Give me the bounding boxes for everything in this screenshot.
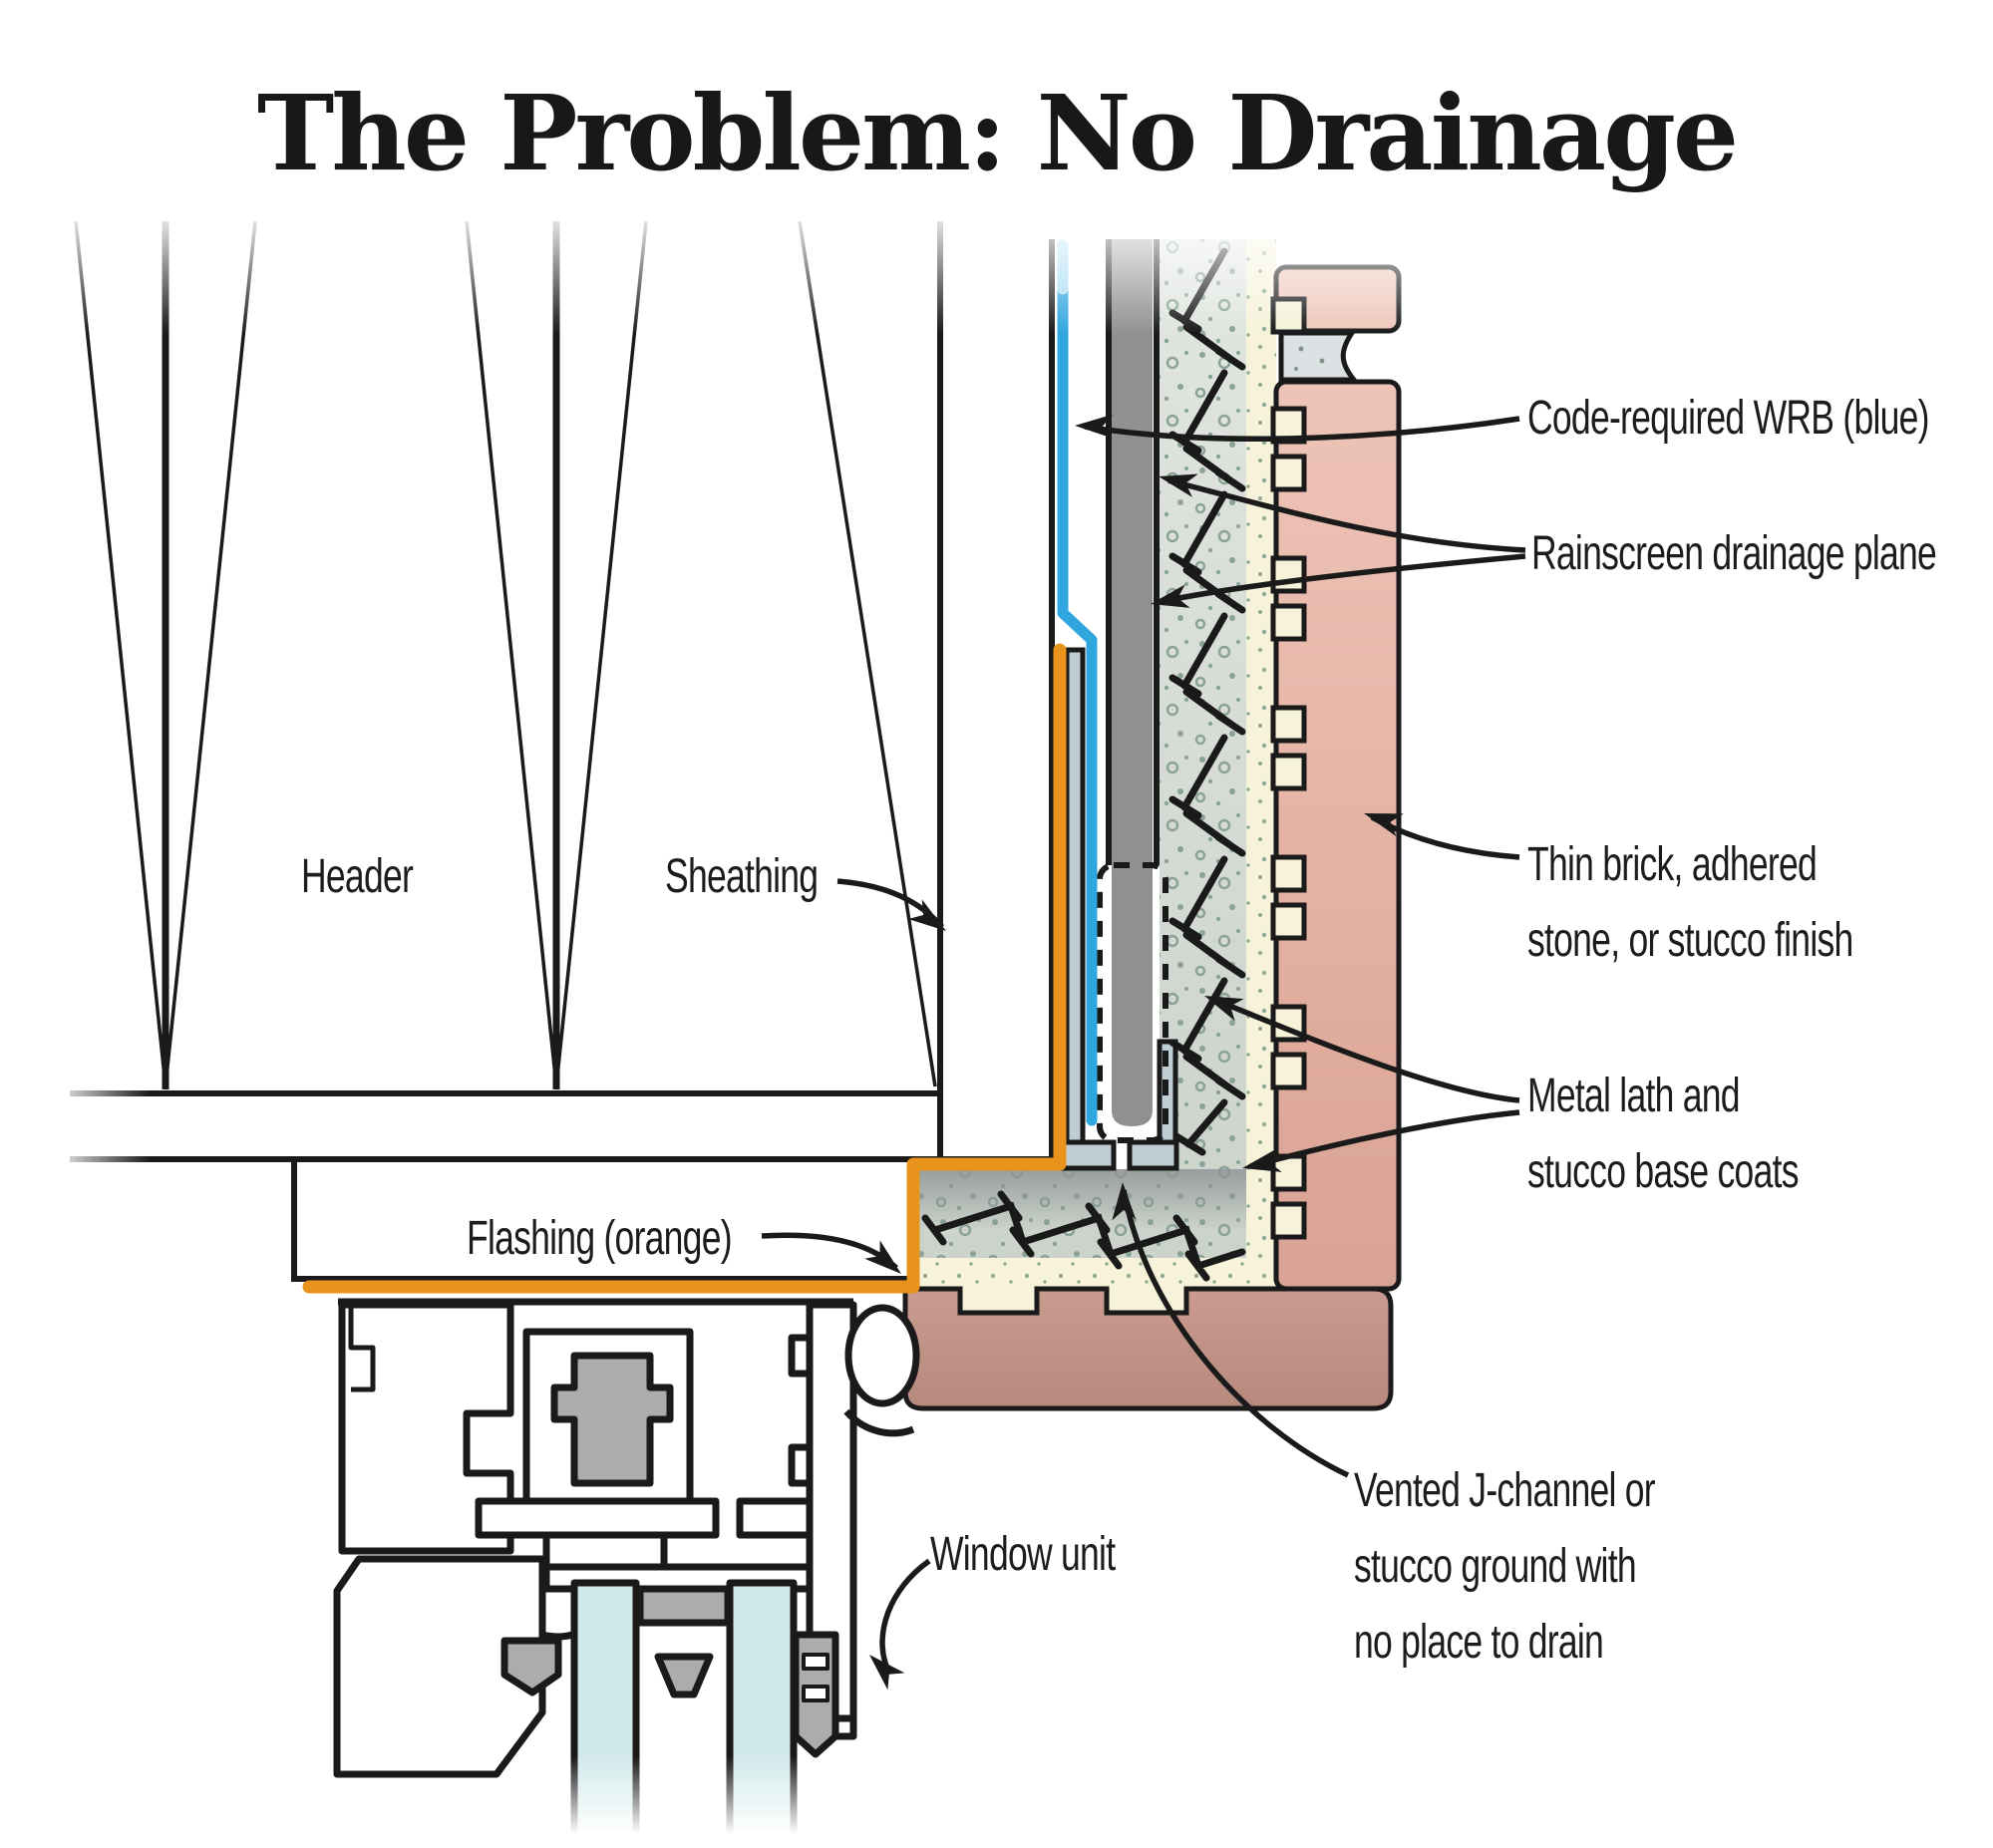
diagram-title: The Problem: No Drainage: [256, 72, 1739, 194]
label-metal-lath: Metal lath and stucco base coats: [1527, 1070, 1799, 1198]
glass-fade: [548, 1756, 857, 1848]
top-fade: [55, 204, 1416, 334]
label-sheathing: Sheathing: [665, 850, 819, 903]
label-header: Header: [301, 850, 414, 903]
label-window-unit: Window unit: [930, 1528, 1116, 1581]
mortar-joint: [1278, 330, 1360, 383]
wrb-membrane: [1057, 239, 1098, 1126]
label-rainscreen: Rainscreen drainage plane: [1531, 527, 1937, 580]
label-flashing: Flashing (orange): [467, 1212, 733, 1265]
sealant-bead: [843, 1408, 915, 1437]
brick-slab: [902, 1286, 1394, 1411]
label-thin-brick: Thin brick, adhered stone, or stucco fin…: [1527, 838, 1853, 967]
label-vented-j: Vented J-channel or stucco ground with n…: [1354, 1464, 1656, 1669]
flashing-membrane: [302, 643, 1067, 1294]
header-framing: [74, 220, 937, 1089]
metal-lath: [921, 247, 1246, 1282]
left-fade: [48, 1077, 150, 1171]
backer-rod: [844, 1304, 920, 1407]
j-channel-perforations: [1097, 862, 1168, 1143]
label-wrb: Code-required WRB (blue): [1527, 392, 1929, 445]
rainscreen-drainage-plane: [1106, 239, 1160, 1126]
window-buck: [291, 1156, 917, 1282]
window-frame: [333, 1298, 857, 1848]
